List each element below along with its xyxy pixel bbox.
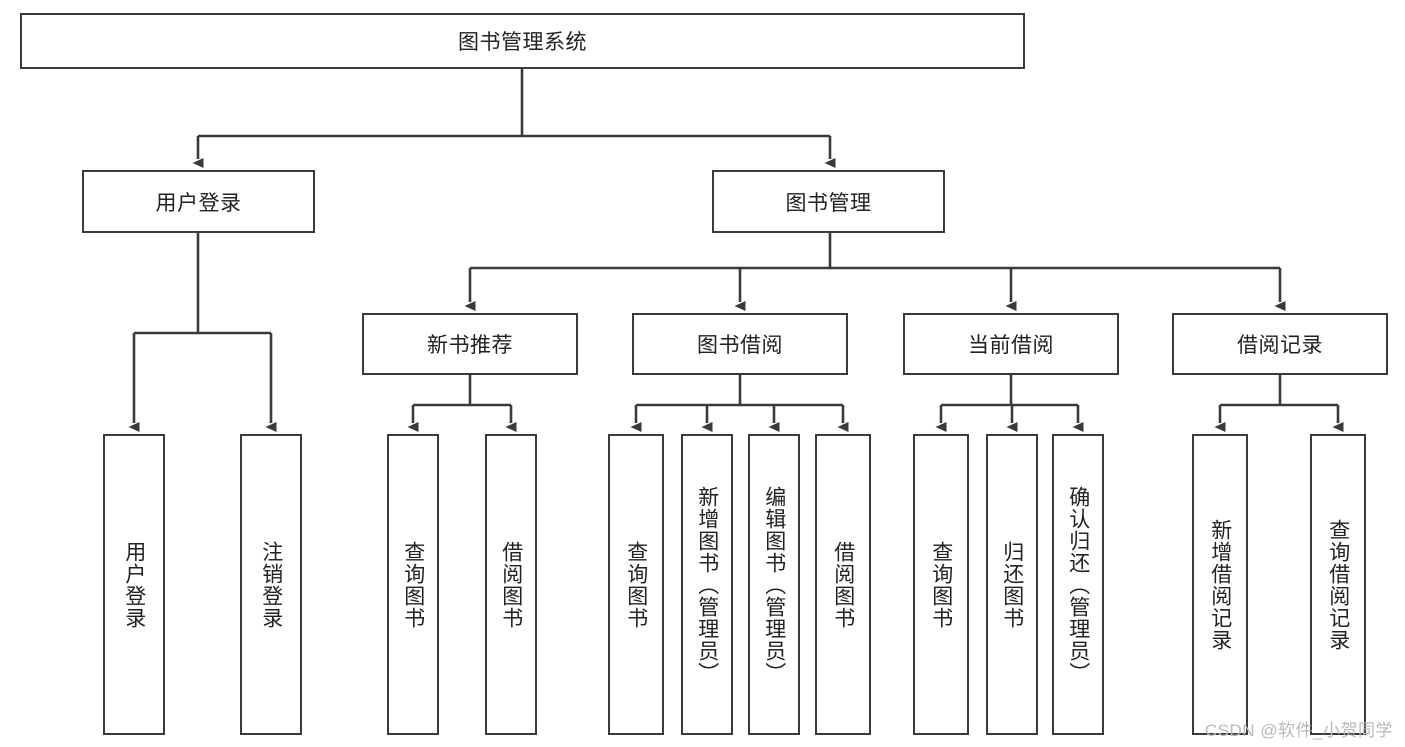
- edges-borrow-record-to-leaves: [1214, 375, 1344, 432]
- leaf-book-borrowing-borrow-books[interactable]: 借阅图书: [815, 434, 871, 735]
- leaf-current-borrowing-return-books[interactable]: 归还图书: [986, 434, 1038, 735]
- node-label: 当前借阅: [968, 334, 1054, 357]
- edges-root-to-level2: [192, 69, 836, 168]
- leaf-user-login-logout[interactable]: 注销登录: [240, 434, 302, 735]
- node-label: 确认归还（管理员）: [1066, 485, 1090, 684]
- leaf-borrowing-records-add-record[interactable]: 新增借阅记录: [1192, 434, 1248, 735]
- node-label: 图书管理系统: [458, 31, 587, 54]
- node-label: 编辑图书（管理员）: [762, 485, 786, 684]
- node-label: 图书管理: [785, 191, 872, 215]
- node-label: 归还图书: [1000, 540, 1024, 629]
- node-label: 查询图书: [929, 540, 953, 629]
- node-borrowing-records[interactable]: 借阅记录: [1172, 313, 1388, 375]
- edges-current-borrow-to-leaves: [935, 375, 1084, 432]
- node-label: 新书推荐: [427, 334, 513, 357]
- node-label: 新增借阅记录: [1208, 518, 1232, 651]
- node-root-book-management-system[interactable]: 图书管理系统: [20, 13, 1025, 69]
- node-label: 图书借阅: [697, 334, 783, 357]
- watermark: CSDN @软件_小贺同学: [1204, 721, 1393, 740]
- edges-book-mgmt-to-level3: [464, 233, 1286, 311]
- node-label: 用户登录: [122, 540, 146, 629]
- leaf-current-borrowing-confirm-return-admin[interactable]: 确认归还（管理员）: [1052, 434, 1104, 735]
- node-new-book-recommendation[interactable]: 新书推荐: [362, 313, 578, 375]
- leaf-book-borrowing-edit-book-admin[interactable]: 编辑图书（管理员）: [748, 434, 800, 735]
- edges-new-book-to-leaves: [407, 375, 517, 432]
- leaf-new-book-query-books[interactable]: 查询图书: [387, 434, 439, 735]
- edges-book-borrow-to-leaves: [630, 375, 849, 432]
- node-book-management[interactable]: 图书管理: [712, 170, 945, 233]
- leaf-borrowing-records-query-record[interactable]: 查询借阅记录: [1310, 434, 1366, 735]
- node-user-login[interactable]: 用户登录: [82, 170, 315, 233]
- node-label: 借阅图书: [831, 540, 855, 629]
- node-current-borrowing[interactable]: 当前借阅: [903, 313, 1119, 375]
- node-book-borrowing[interactable]: 图书借阅: [632, 313, 848, 375]
- leaf-new-book-borrow-books[interactable]: 借阅图书: [485, 434, 537, 735]
- node-label: 查询图书: [401, 540, 425, 629]
- node-label: 借阅记录: [1237, 334, 1323, 357]
- node-label: 用户登录: [155, 191, 242, 215]
- leaf-book-borrowing-query-books[interactable]: 查询图书: [608, 434, 664, 735]
- node-label: 新增图书（管理员）: [695, 485, 719, 684]
- node-label: 借阅图书: [499, 540, 523, 629]
- node-label: 查询借阅记录: [1326, 518, 1350, 651]
- leaf-book-borrowing-add-book-admin[interactable]: 新增图书（管理员）: [681, 434, 733, 735]
- leaf-current-borrowing-query-books[interactable]: 查询图书: [913, 434, 969, 735]
- edges-user-login-to-leaves: [128, 233, 277, 432]
- leaf-user-login-login[interactable]: 用户登录: [103, 434, 165, 735]
- node-label: 查询图书: [624, 540, 648, 629]
- node-label: 注销登录: [259, 540, 283, 629]
